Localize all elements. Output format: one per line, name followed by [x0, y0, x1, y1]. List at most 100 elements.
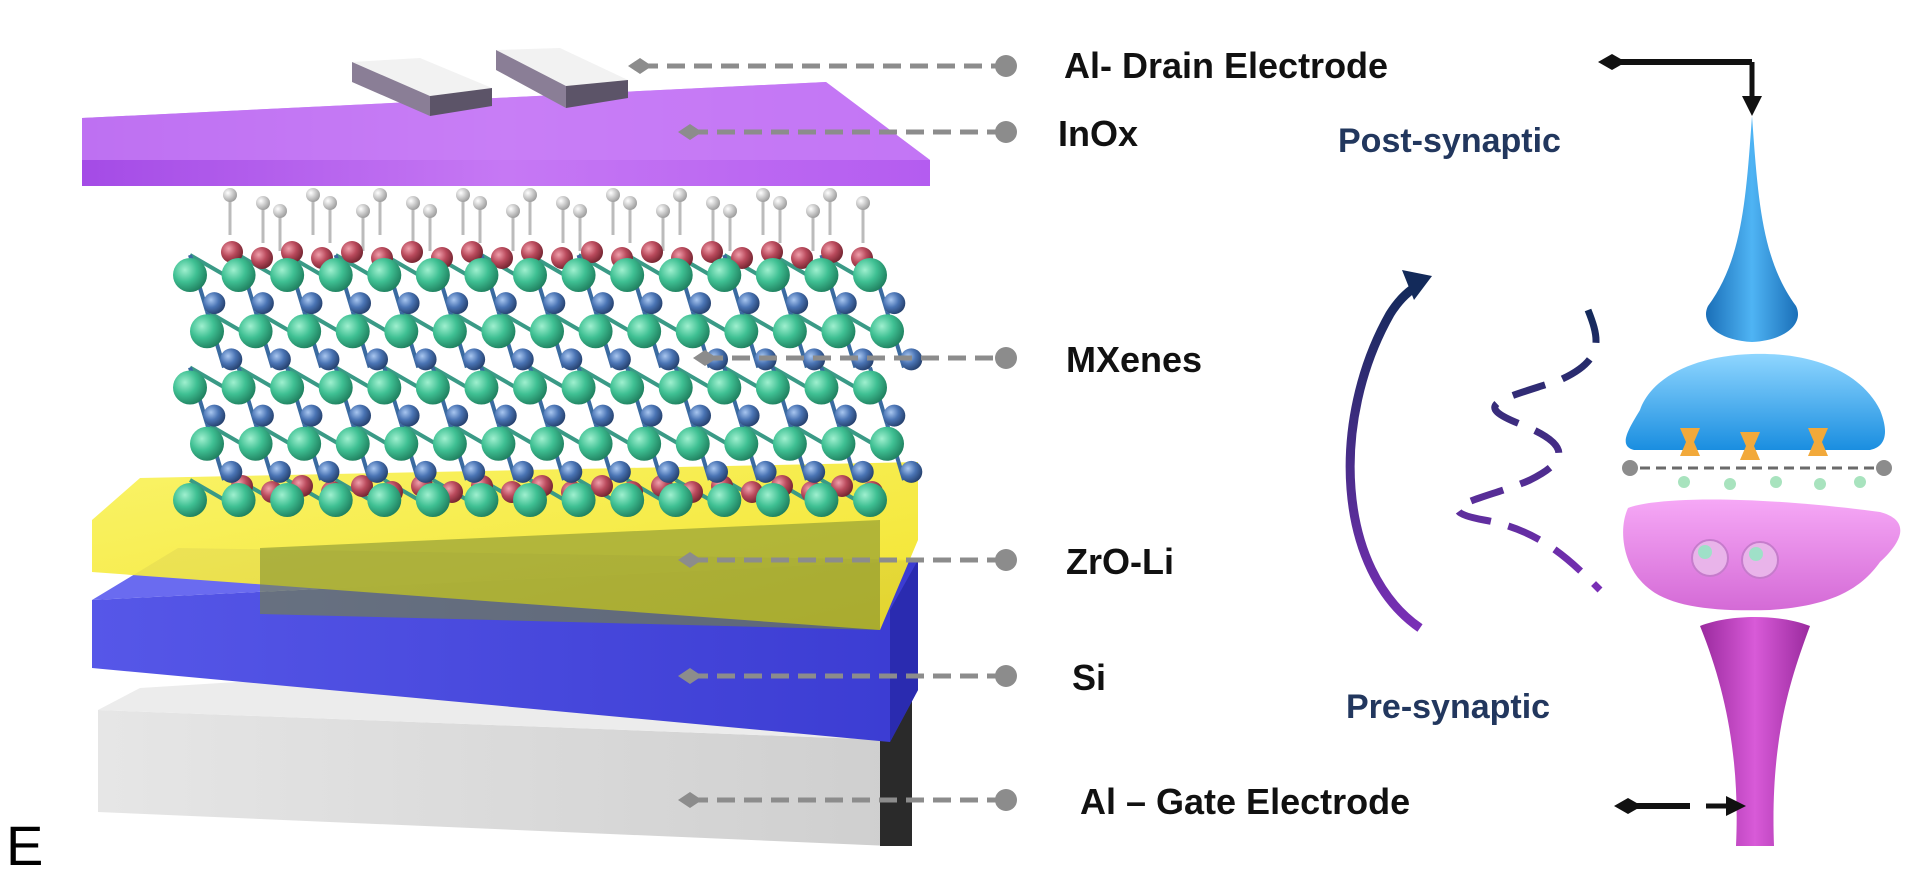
termination-atom — [773, 196, 787, 210]
lattice-atom-red — [521, 241, 543, 263]
lattice-atom-blue — [397, 292, 420, 315]
lattice-atom-blue — [803, 460, 826, 483]
lattice-atom-green — [464, 483, 499, 517]
lattice-atom-blue — [737, 404, 760, 427]
lattice-atom-green — [853, 370, 887, 405]
lattice-atom-blue — [268, 348, 291, 371]
label-inox: InOx — [1058, 113, 1139, 154]
lattice-atom-green — [610, 370, 645, 405]
leader-dot-zro — [995, 549, 1017, 571]
lattice-atom-blue — [689, 404, 711, 427]
termination-atom — [556, 196, 570, 210]
lattice-atom-green — [724, 314, 759, 349]
lattice-atom-green — [432, 314, 467, 349]
lattice-atom-red — [831, 475, 853, 497]
synaptic-cleft — [1622, 460, 1892, 490]
leader-tip-inox — [678, 124, 702, 140]
lattice-atom-green — [530, 426, 564, 461]
lattice-atom-red — [761, 241, 783, 263]
termination-atom — [306, 188, 320, 202]
lattice-atom-blue — [657, 460, 680, 483]
lattice-atom-blue — [251, 404, 274, 427]
lattice-atom-green — [658, 483, 693, 517]
lattice-atom-blue — [591, 404, 614, 427]
lattice-atom-blue — [737, 292, 760, 315]
lattice-atom-blue — [511, 460, 534, 483]
lattice-atom-blue — [883, 292, 906, 315]
lattice-atom-blue — [220, 460, 243, 483]
lattice-atom-green — [772, 314, 807, 349]
lattice-atom-green — [578, 426, 613, 461]
label-mxenes: MXenes — [1066, 339, 1203, 380]
lattice-atom-green — [384, 426, 419, 461]
lattice-atom-blue — [494, 404, 517, 427]
lattice-atom-green — [675, 426, 710, 461]
lattice-atom-green — [415, 370, 450, 405]
label-post-synaptic: Post-synaptic — [1338, 122, 1561, 160]
vesicles — [1691, 539, 1779, 579]
lattice-atom-blue — [608, 460, 631, 483]
lattice-atom-blue — [786, 404, 809, 427]
lattice-atom-blue — [366, 460, 388, 483]
lattice-atom-green — [287, 426, 322, 461]
lattice-atom-blue — [834, 404, 857, 427]
lattice-atom-red — [251, 247, 273, 269]
lattice-atom-green — [870, 314, 904, 349]
lattice-atom-green — [707, 370, 742, 405]
lattice-atom-green — [190, 314, 224, 349]
label-pre-synaptic: Pre-synaptic — [1346, 688, 1551, 726]
lattice-atom-blue — [317, 348, 340, 371]
lattice-atom-red — [491, 247, 513, 269]
termination-atom — [856, 196, 870, 210]
lattice-atom-blue — [511, 348, 534, 371]
lattice-atom-blue — [349, 404, 371, 427]
lattice-atom-green — [772, 426, 807, 461]
lattice-atom-green — [173, 258, 207, 292]
lattice-atom-green — [464, 370, 499, 405]
lattice-atom-green — [270, 483, 305, 517]
lattice-atom-blue — [203, 292, 226, 315]
termination-atom — [656, 204, 670, 218]
lattice-atom-blue — [640, 404, 663, 427]
lattice-atom-blue — [883, 404, 906, 427]
termination-atom — [456, 188, 470, 202]
leader-tip-zro — [678, 552, 702, 568]
lattice-atom-blue — [203, 404, 226, 427]
lattice-atom-red — [791, 247, 813, 269]
lattice-atom-green — [318, 483, 353, 517]
layer-stack-illustration — [82, 48, 1901, 846]
drain-electrode-bars — [352, 48, 628, 116]
lattice-atom-green — [658, 258, 693, 292]
termination-atom — [223, 188, 237, 202]
termination-atom — [823, 188, 837, 202]
lattice-atom-green — [270, 370, 305, 405]
label-zro-li: ZrO-Li — [1066, 541, 1174, 582]
termination-atom — [606, 188, 620, 202]
lattice-atom-green — [173, 370, 207, 405]
lattice-atom-red — [341, 241, 363, 263]
lattice-atom-blue — [591, 292, 614, 315]
receptor-channels — [1680, 428, 1828, 460]
lattice-atom-green — [432, 426, 467, 461]
lattice-atom-green — [530, 314, 564, 349]
lattice-atom-green — [804, 370, 839, 405]
lattice-atom-green — [238, 426, 273, 461]
lattice-atom-blue — [560, 460, 583, 483]
lattice-atom-blue — [689, 292, 711, 315]
lattice-atom-green — [513, 483, 547, 517]
termination-atom — [573, 204, 587, 218]
lattice-atom-red — [401, 241, 423, 263]
lattice-atom-red — [701, 241, 723, 263]
pre-synaptic-axon — [1700, 617, 1810, 846]
termination-atom — [523, 188, 537, 202]
post-synaptic-connector — [1598, 54, 1762, 116]
lattice-atom-green — [173, 483, 207, 517]
lattice-atom-green — [513, 258, 547, 292]
lattice-atom-blue — [706, 460, 728, 483]
lattice-atom-green — [367, 483, 402, 517]
lattice-atom-green — [610, 483, 645, 517]
lattice-atom-blue — [543, 292, 566, 315]
leader-tip-mxenes — [693, 350, 717, 366]
lattice-atom-blue — [786, 292, 809, 315]
lattice-atom-green — [221, 483, 256, 517]
